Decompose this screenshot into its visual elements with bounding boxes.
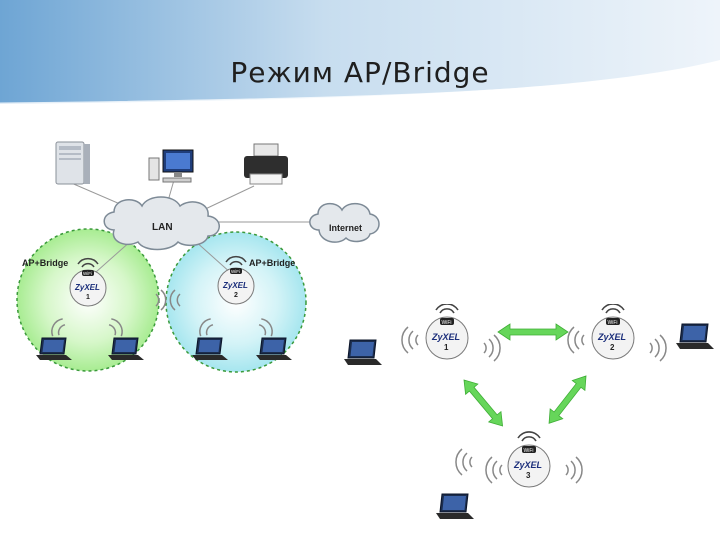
mesh-ap3-wifi-badge: WiFi: [524, 448, 534, 454]
ap2-router: WiFi ZyXEL 2: [217, 255, 255, 305]
ap2-mode-label: AP+Bridge: [249, 258, 295, 268]
mesh-ap2-brand: ZyXEL: [597, 332, 626, 342]
ap1-router: WiFi ZyXEL 1: [69, 257, 107, 307]
mesh-ap3-number: 3: [526, 471, 531, 480]
lan-diagram-panel: LAN Internet AP+Bridge WiFi ZyXEL 1 AP+B…: [14, 140, 384, 378]
ap1-wifi-badge: WiFi: [83, 271, 92, 276]
ap1-mode-label: AP+Bridge: [22, 258, 68, 268]
mesh-ap3-brand: ZyXEL: [513, 460, 542, 470]
mesh-ap2-router: WiFi ZyXEL 2: [591, 303, 635, 360]
lan-label: LAN: [152, 222, 173, 233]
mesh-ap2-number: 2: [610, 343, 615, 352]
internet-cloud: [309, 202, 380, 243]
bridge-link-arrows: [463, 323, 587, 427]
mesh-ap1-brand: ZyXEL: [431, 332, 460, 342]
ap2-brand: ZyXEL: [222, 281, 248, 290]
mesh-ap1-number: 1: [444, 343, 449, 352]
slide-title: Режим AP/Bridge: [230, 56, 490, 89]
mesh-ap1-router: WiFi ZyXEL 1: [425, 303, 469, 360]
mesh-laptop-left: [343, 339, 383, 366]
printer-icon: [244, 143, 288, 185]
mesh-ap1-wifi-badge: WiFi: [442, 320, 452, 326]
ap2-wifi-badge: WiFi: [231, 269, 240, 274]
ap1-number: 1: [86, 294, 90, 301]
mesh-ap2-wifi-badge: WiFi: [608, 320, 618, 326]
server-icon: [55, 141, 90, 185]
ap1-brand: ZyXEL: [74, 283, 100, 292]
ap2-number: 2: [234, 292, 238, 299]
header-band: [0, 0, 720, 106]
mesh-laptop-bottom: [435, 493, 475, 520]
mesh-diagram-panel: WiFi ZyXEL 1 WiFi ZyXEL 2 WiFi ZyXEL 3: [338, 303, 720, 522]
mesh-ap3-router: WiFi ZyXEL 3: [507, 431, 551, 488]
desktop-computer-icon: [148, 149, 194, 183]
internet-label: Internet: [329, 223, 362, 233]
mesh-laptop-right: [675, 323, 715, 350]
lan-cloud: [103, 196, 220, 251]
